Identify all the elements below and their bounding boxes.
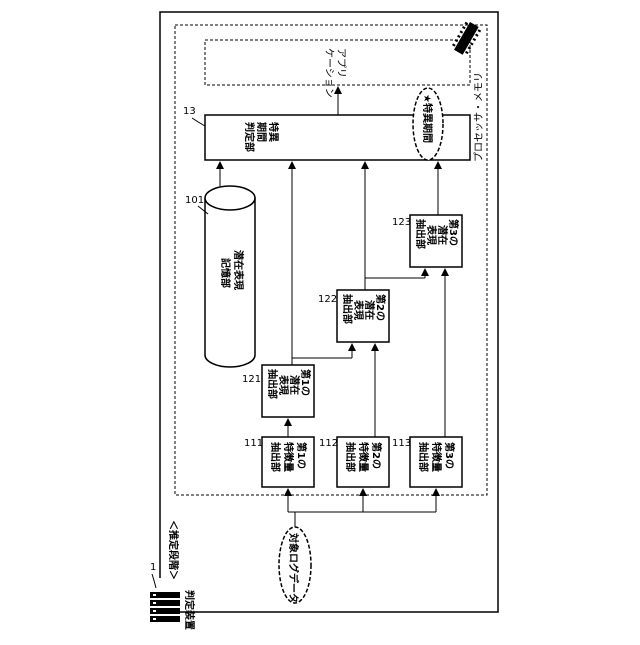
device-leader bbox=[152, 574, 156, 588]
application-label-line1: アプリ bbox=[335, 48, 347, 78]
processor-memory-label: プロセッサ・メモリ bbox=[473, 72, 485, 162]
judge-unit-leader bbox=[192, 118, 205, 126]
latent-extractor-2-ref: 122 bbox=[318, 294, 337, 305]
application-label-line2: ケーション bbox=[323, 48, 335, 98]
judge-unit-ref: 13 bbox=[183, 106, 196, 117]
feature-extractor-1-line2: 特徴量 bbox=[282, 442, 295, 472]
judge-unit-line2: 期間 bbox=[255, 122, 268, 142]
latent-extractor-3-line2: 潜在 bbox=[436, 225, 449, 245]
feature-extractor-1-line3: 抽出部 bbox=[269, 442, 282, 472]
latent-extractor-1-line2: 潜在 bbox=[288, 375, 301, 395]
latent-extractor-1-ref: 121 bbox=[242, 374, 261, 385]
special-period-label: ★特異期間 bbox=[421, 94, 434, 143]
feature-extractor-3-line1: 第3の bbox=[443, 442, 456, 469]
storage-ref: 101 bbox=[185, 195, 204, 206]
input-data-label: 対象ログデータ bbox=[287, 532, 300, 603]
device-icon bbox=[150, 592, 180, 622]
feature-extractor-1-line1: 第1の bbox=[295, 442, 308, 469]
device-ref: 1 bbox=[150, 562, 156, 573]
latent-extractor-2-line3: 表現 bbox=[352, 299, 365, 320]
judge-unit-line3: 判定部 bbox=[243, 122, 256, 152]
feature-extractor-2-line3: 抽出部 bbox=[344, 442, 357, 472]
feature-extractor-1-ref: 111 bbox=[244, 438, 263, 449]
latent-extractor-3-line3: 表現 bbox=[425, 224, 438, 245]
latent-extractor-3-line1: 第3の bbox=[447, 219, 460, 246]
latent-extractor-2-line4: 抽出部 bbox=[341, 294, 354, 324]
storage-line1: 潜在表現 bbox=[232, 250, 245, 290]
latent-extractor-3-line4: 抽出部 bbox=[414, 219, 427, 249]
feature-extractor-3-line3: 抽出部 bbox=[417, 442, 430, 472]
chip-icon bbox=[451, 20, 483, 57]
latent-extractor-3-ref: 123 bbox=[392, 217, 411, 228]
feature-extractor-3-line2: 特徴量 bbox=[430, 442, 443, 472]
latent-extractor-1-line4: 抽出部 bbox=[266, 369, 279, 399]
feature-extractor-2-line2: 特徴量 bbox=[357, 442, 370, 472]
storage-line2: 記憶部 bbox=[219, 258, 232, 288]
judge-unit-line1: 特異 bbox=[267, 122, 280, 142]
latent-extractor-2-line1: 第2の bbox=[374, 294, 387, 321]
latent-extractor-1-line3: 表現 bbox=[277, 374, 290, 395]
device-label: 判定装置 bbox=[183, 590, 196, 630]
feature-extractor-2-line1: 第2の bbox=[370, 442, 383, 469]
latent-extractor-2-line2: 潜在 bbox=[363, 300, 376, 320]
feature-extractor-2-ref: 112 bbox=[319, 438, 338, 449]
stage-label: ＜推定段階＞ bbox=[167, 520, 180, 580]
feature-extractor-3-ref: 113 bbox=[392, 438, 411, 449]
latent-extractor-1-line1: 第1の bbox=[299, 369, 312, 396]
